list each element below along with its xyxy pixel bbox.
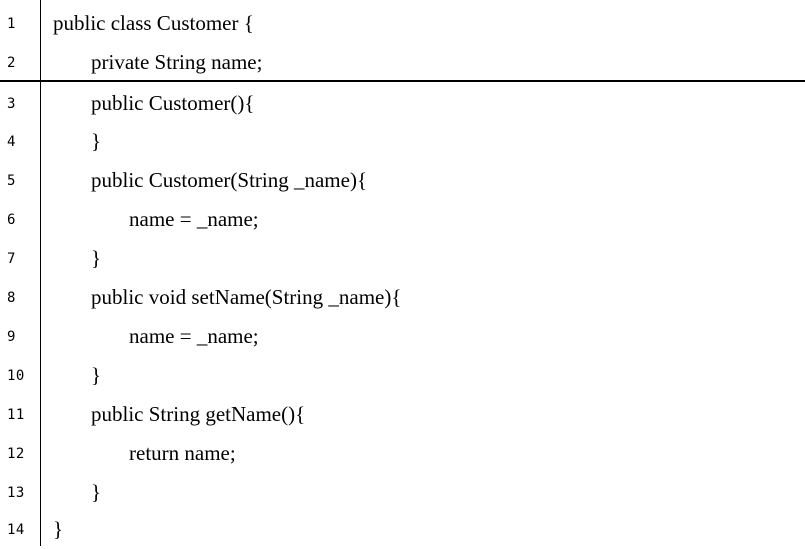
code-text: public String getName(){: [91, 402, 306, 426]
code-line: 5 public Customer(String _name){: [0, 161, 805, 200]
code-line: 12 return name;: [0, 434, 805, 473]
code-text: }: [91, 246, 102, 270]
code-line: 7 }: [0, 239, 805, 278]
line-number: 1: [7, 15, 16, 32]
line-number: 10: [7, 367, 25, 384]
line-number: 9: [7, 328, 16, 345]
code-text: public void setName(String _name){: [91, 285, 402, 309]
code-text: public class Customer {: [53, 11, 254, 35]
line-number: 14: [7, 521, 25, 538]
code-line: 13 }: [0, 473, 805, 512]
code-text: }: [91, 129, 102, 153]
horizontal-rule: [0, 80, 805, 82]
line-number: 3: [7, 95, 16, 112]
line-number: 5: [7, 172, 16, 189]
line-number: 2: [7, 54, 16, 71]
code-text: public Customer(String _name){: [91, 168, 368, 192]
line-number-gutter-divider: [40, 0, 41, 546]
code-text: private String name;: [91, 50, 263, 74]
code-text: }: [53, 517, 64, 541]
line-number: 4: [7, 133, 16, 150]
code-line: 3 public Customer(){: [0, 84, 805, 123]
code-line: 10 }: [0, 356, 805, 395]
code-text: public Customer(){: [91, 91, 255, 115]
code-text: name = _name;: [129, 207, 259, 231]
code-line: 8 public void setName(String _name){: [0, 278, 805, 317]
line-number: 13: [7, 484, 25, 501]
code-line: 4 }: [0, 122, 805, 161]
line-number: 11: [7, 406, 25, 423]
code-line: 6 name = _name;: [0, 200, 805, 239]
line-number: 8: [7, 289, 16, 306]
code-text: }: [91, 363, 102, 387]
code-line: 1 public class Customer {: [0, 4, 805, 43]
code-text: }: [91, 480, 102, 504]
code-line: 2 private String name;: [0, 43, 805, 82]
code-text: return name;: [129, 441, 236, 465]
line-number: 6: [7, 211, 16, 228]
line-number: 7: [7, 250, 16, 267]
code-text: name = _name;: [129, 324, 259, 348]
line-number: 12: [7, 445, 25, 462]
code-line: 11 public String getName(){: [0, 395, 805, 434]
code-line: 14 }: [0, 510, 805, 549]
code-line: 9 name = _name;: [0, 317, 805, 356]
